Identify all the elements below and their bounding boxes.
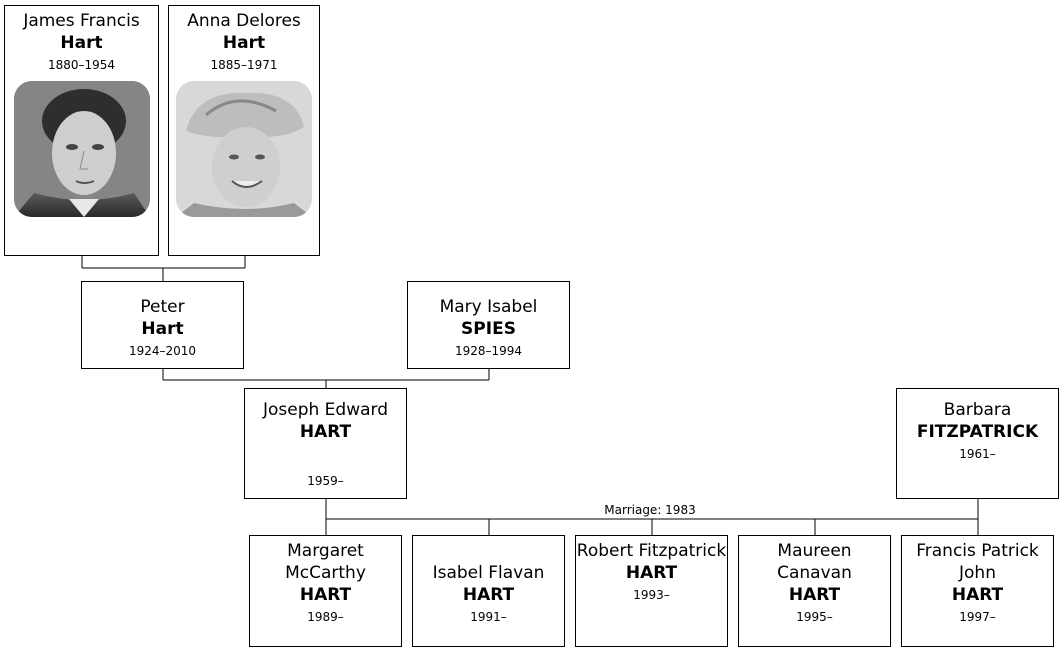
surname: Hart (222, 33, 266, 53)
life-years: 1997– (959, 610, 996, 624)
given-name: Peter (140, 297, 185, 317)
surname: HART (951, 585, 1004, 605)
person-card-margaret[interactable]: Margaret McCarthy HART 1989– (249, 535, 402, 647)
surname: HART (299, 422, 352, 442)
person-card-francis[interactable]: Francis Patrick John HART 1997– (901, 535, 1054, 647)
surname: HART (299, 585, 352, 605)
person-card-isabel[interactable]: Isabel Flavan HART 1991– (412, 535, 565, 647)
portrait-photo (176, 81, 312, 217)
surname: HART (462, 585, 515, 605)
life-years: 1924–2010 (128, 344, 197, 358)
surname: HART (788, 585, 841, 605)
given-name: Margaret McCarthy (285, 541, 366, 583)
given-name: Maureen Canavan (777, 541, 852, 583)
person-card-peter[interactable]: Peter Hart 1924–2010 (81, 281, 244, 369)
life-years: 1959– (307, 474, 344, 488)
surname: HART (625, 563, 678, 583)
life-years: 1880–1954 (47, 58, 116, 72)
surname: FITZPATRICK (916, 422, 1039, 442)
person-card-robert[interactable]: Robert Fitzpatrick HART 1993– (575, 535, 728, 647)
given-name: Robert Fitzpatrick (576, 541, 727, 561)
person-card-james[interactable]: James Francis Hart 1880–1954 (4, 5, 159, 256)
life-years: 1991– (470, 610, 507, 624)
given-name: Mary Isabel (439, 297, 538, 317)
given-name: Anna Delores (187, 11, 301, 31)
given-name: Francis Patrick John (916, 541, 1039, 583)
person-card-mary[interactable]: Mary Isabel SPIES 1928–1994 (407, 281, 570, 369)
given-name: Barbara (943, 400, 1012, 420)
surname: Hart (60, 33, 103, 53)
surname: SPIES (461, 319, 516, 339)
person-card-barbara[interactable]: Barbara FITZPATRICK 1961– (896, 388, 1059, 499)
life-years: 1885–1971 (210, 58, 278, 72)
life-years: 1989– (307, 610, 344, 624)
portrait-photo (13, 81, 150, 217)
surname: Hart (141, 319, 184, 339)
marriage-label: Marriage: 1983 (604, 503, 696, 517)
given-name: Isabel Flavan (432, 563, 545, 583)
given-name: James Francis (23, 11, 140, 31)
life-years: 1993– (633, 588, 670, 602)
person-card-anna[interactable]: Anna Delores Hart 1885–1971 (168, 5, 320, 256)
life-years: 1995– (796, 610, 833, 624)
given-name: Joseph Edward (262, 400, 389, 420)
person-card-maureen[interactable]: Maureen Canavan HART 1995– (738, 535, 891, 647)
life-years: 1928–1994 (454, 344, 523, 358)
person-card-joseph[interactable]: Joseph Edward HART 1959– (244, 388, 407, 499)
life-years: 1961– (959, 447, 996, 461)
